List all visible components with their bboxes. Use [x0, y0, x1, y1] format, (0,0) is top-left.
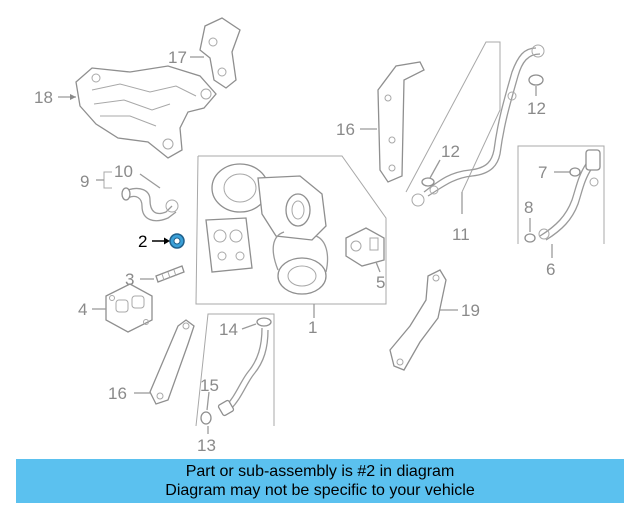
banner-line-1: Part or sub-assembly is #2 in diagram: [185, 463, 455, 480]
part-17-bracket: [149, 319, 195, 405]
callout-2: 2: [138, 232, 147, 251]
callout-17: 16: [108, 384, 127, 403]
callout-1: 1: [308, 318, 317, 337]
callout-19: 18: [34, 88, 53, 107]
callout-7: 7: [538, 163, 547, 182]
callout-8: 8: [524, 198, 533, 217]
callout-5: 5: [376, 273, 385, 292]
callout-20: 19: [461, 301, 480, 320]
info-banner: Part or sub-assembly is #2 in diagram Di…: [16, 459, 624, 503]
callout-9: 9: [80, 172, 89, 191]
part-13-group: [195, 313, 275, 427]
callout-18: 17: [168, 48, 187, 67]
callout-4: 4: [78, 300, 87, 319]
banner-line-2: Diagram may not be specific to your vehi…: [165, 482, 475, 499]
callout-15: 15: [200, 376, 219, 395]
callout-6: 6: [546, 260, 555, 279]
callout-12-upper: 12: [527, 99, 546, 118]
callout-10: 10: [114, 162, 133, 181]
callout-12-lower: 12: [441, 142, 460, 161]
part-5-actuator: [345, 227, 385, 267]
callout-16: 16: [336, 120, 355, 139]
part-6-group: [517, 145, 605, 244]
part-20-bracket: [389, 269, 447, 371]
part-1-turbocharger: [195, 155, 387, 305]
part-18-bracket: [199, 17, 241, 89]
callout-11: 11: [452, 225, 470, 244]
callout-13: 13: [197, 436, 216, 455]
part-3-stud: [155, 265, 185, 283]
part-4-gasket: [105, 283, 153, 333]
callout-14: 14: [219, 320, 238, 339]
part-19-heat-shield: [75, 65, 217, 159]
part-16-shield: [377, 61, 425, 183]
part-11-group: [405, 41, 545, 207]
part-2-highlighted: [169, 233, 185, 249]
callout-3: 3: [125, 270, 134, 289]
part-10-hose: [121, 187, 179, 222]
part-12-washer-upper: [528, 74, 544, 86]
